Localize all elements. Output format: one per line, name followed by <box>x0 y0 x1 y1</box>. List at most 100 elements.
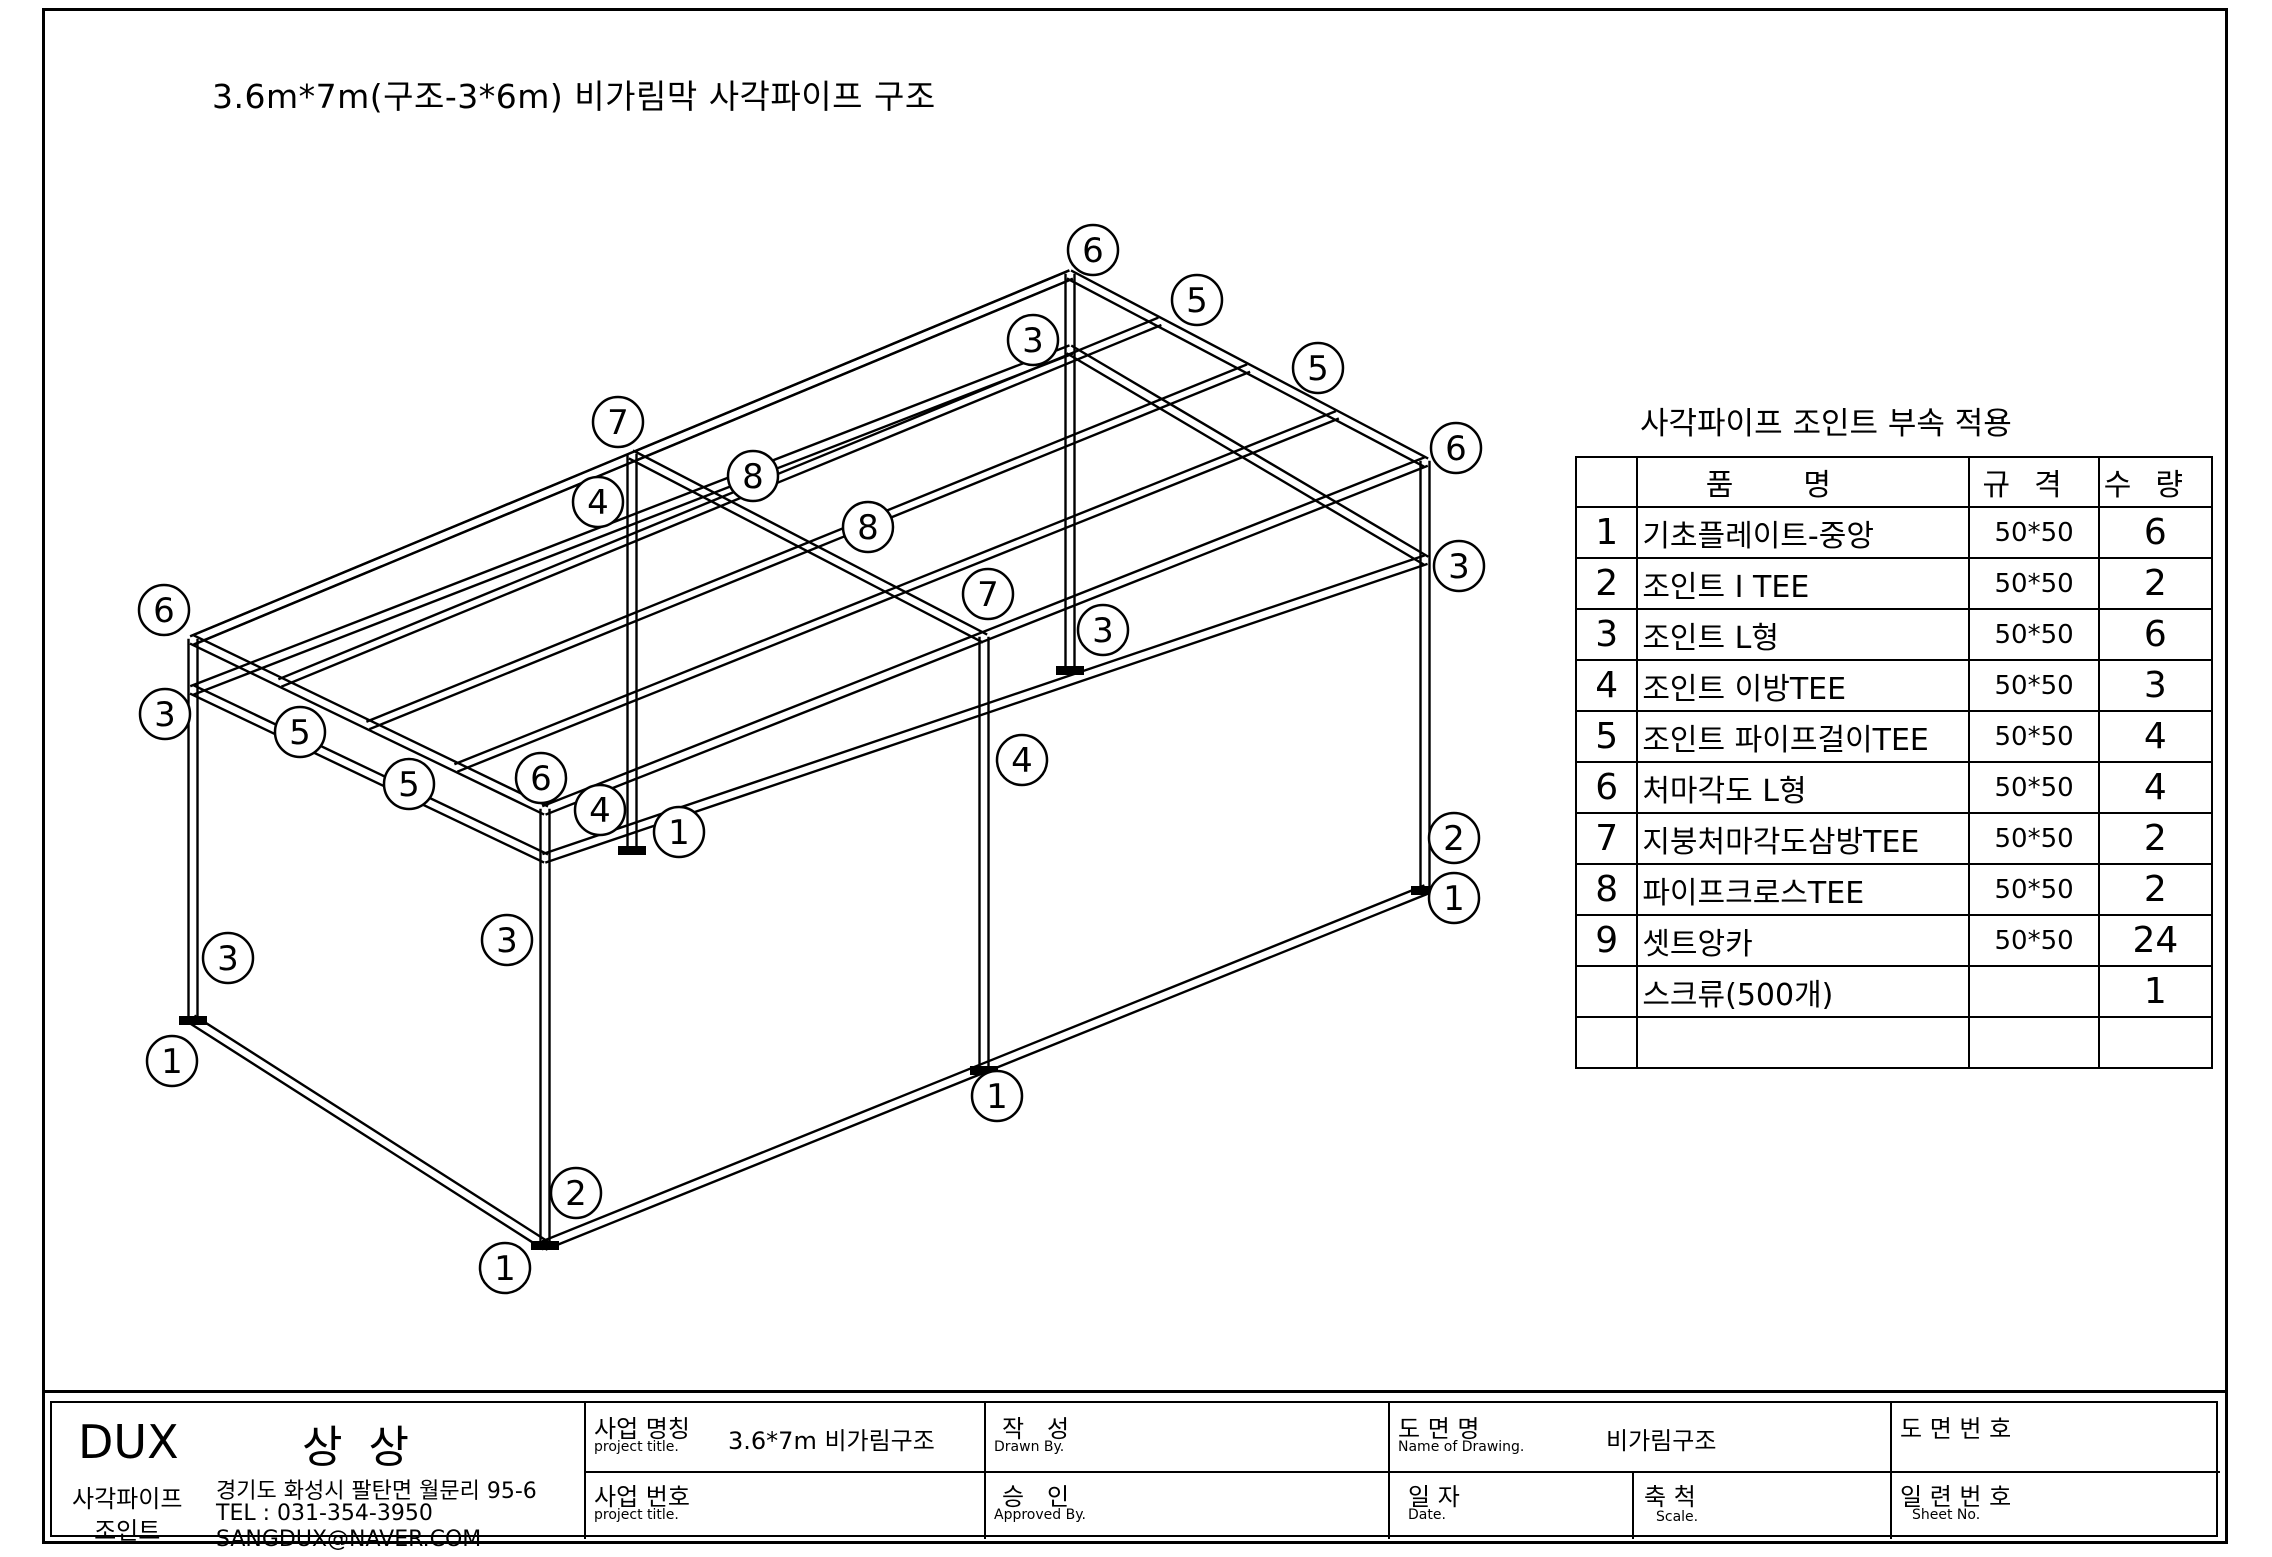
row-qty: 2 <box>2097 557 2214 610</box>
callout-4: 4 <box>995 733 1049 787</box>
pipe-line <box>545 464 1429 816</box>
pipe-line <box>193 684 549 856</box>
pipe-line <box>365 363 1248 723</box>
drawn-by-label: 작 성 <box>1002 1415 1070 1443</box>
row-qty: 6 <box>2097 608 2214 661</box>
row-no: 4 <box>1574 659 1639 712</box>
callout-number: 1 <box>668 813 690 853</box>
pipe-line <box>628 457 984 644</box>
row-spec: 50*50 <box>1968 506 2100 559</box>
pipe-line <box>1070 269 1429 460</box>
drawing-name: 비가림구조 <box>1606 1427 1717 1455</box>
row-name: 기초플레이트-중앙 <box>1636 506 1971 559</box>
callout-5: 5 <box>1291 341 1345 395</box>
callout-1: 1 <box>1427 871 1481 925</box>
callout-number: 5 <box>1186 281 1208 321</box>
pipe-line <box>453 409 1337 766</box>
callout-number: 1 <box>986 1077 1008 1117</box>
row-name: 셋트앙카 <box>1636 914 1971 967</box>
callout-4: 4 <box>573 783 627 837</box>
header-qty: 수량 <box>2097 456 2214 508</box>
header-spec: 규격 <box>1968 456 2100 508</box>
project-name: 3.6*7m 비가림구조 <box>728 1427 935 1455</box>
sheet-no-label-en: Sheet No. <box>1912 1507 1981 1523</box>
row-spec: 50*50 <box>1968 557 2100 610</box>
row-no: 7 <box>1574 812 1639 865</box>
callout-2: 2 <box>1427 811 1481 865</box>
callout-1: 1 <box>970 1069 1024 1123</box>
row-spec: 50*50 <box>1968 863 2100 916</box>
drawing-title: 3.6m*7m(구조-3*6m) 비가림막 사각파이프 구조 <box>212 77 936 116</box>
scale-label: 축 척 <box>1644 1483 1696 1511</box>
pipe-line <box>280 323 1162 688</box>
base-plate <box>970 1066 998 1075</box>
callout-number: 1 <box>161 1042 183 1082</box>
row-no: 5 <box>1574 710 1639 763</box>
drawn-by-label-en: Drawn By. <box>994 1439 1065 1455</box>
table-row: 스크류(500개)1 <box>1574 965 2214 1018</box>
base-plate <box>179 1016 207 1025</box>
callout-1: 1 <box>145 1034 199 1088</box>
callout-number: 3 <box>217 939 239 979</box>
pipe-line <box>189 642 545 816</box>
pipe-line <box>188 1022 545 1251</box>
callout-number: 4 <box>1011 741 1033 781</box>
sheet-no-label: 일 련 번 호 <box>1900 1483 2012 1511</box>
callout-5: 5 <box>382 757 436 811</box>
callout-number: 3 <box>1448 547 1470 587</box>
row-name: 지붕처마각도삼방TEE <box>1636 812 1971 865</box>
callout-number: 4 <box>589 791 611 831</box>
row-name: 처마각도 L형 <box>1636 761 1971 814</box>
date-label-en: Date. <box>1408 1507 1446 1523</box>
callout-number: 4 <box>587 483 609 523</box>
row-spec: 50*50 <box>1968 608 2100 661</box>
header-name: 품명 <box>1636 456 1971 508</box>
row-name: 조인트 L형 <box>1636 608 1971 661</box>
drawing-no-label: 도 면 번 호 <box>1900 1415 2012 1443</box>
callout-number: 6 <box>1445 429 1467 469</box>
pipe-line <box>193 277 1074 646</box>
callout-6: 6 <box>514 751 568 805</box>
row-no: 8 <box>1574 863 1639 916</box>
row-spec: 50*50 <box>1968 914 2100 967</box>
row-name: 조인트 이방TEE <box>1636 659 1971 712</box>
pipe-line <box>542 554 1426 856</box>
row-no: 9 <box>1574 914 1639 967</box>
row-no <box>1574 1016 1639 1069</box>
date-label: 일 자 <box>1408 1483 1460 1511</box>
project-name-label: 사업 명칭 <box>594 1415 690 1443</box>
callout-1: 1 <box>652 805 706 859</box>
callout-3: 3 <box>1432 539 1486 593</box>
project-no-label-en: project title. <box>594 1507 679 1523</box>
row-name: 조인트 파이프걸이TEE <box>1636 710 1971 763</box>
row-spec: 50*50 <box>1968 659 2100 712</box>
base-plate <box>618 846 646 855</box>
callout-number: 6 <box>1082 231 1104 271</box>
callout-5: 5 <box>1170 273 1224 327</box>
callout-2: 2 <box>549 1166 603 1220</box>
company-subtitle: 사각파이프 조인트 <box>72 1485 183 1545</box>
row-qty: 2 <box>2097 812 2214 865</box>
callout-6: 6 <box>1066 223 1120 277</box>
row-qty: 1 <box>2097 965 2214 1018</box>
callout-3: 3 <box>1006 313 1060 367</box>
sheet-border <box>42 8 2228 1544</box>
row-qty: 3 <box>2097 659 2214 712</box>
callout-number: 3 <box>1092 611 1114 651</box>
callout-3: 3 <box>138 687 192 741</box>
callout-7: 7 <box>591 395 645 449</box>
row-qty: 4 <box>2097 761 2214 814</box>
row-spec <box>1968 965 2100 1018</box>
project-name-label-en: project title. <box>594 1439 679 1455</box>
pipe-line <box>189 344 1070 688</box>
pipe-line <box>456 417 1340 773</box>
approved-by-label-en: Approved By. <box>994 1507 1086 1523</box>
